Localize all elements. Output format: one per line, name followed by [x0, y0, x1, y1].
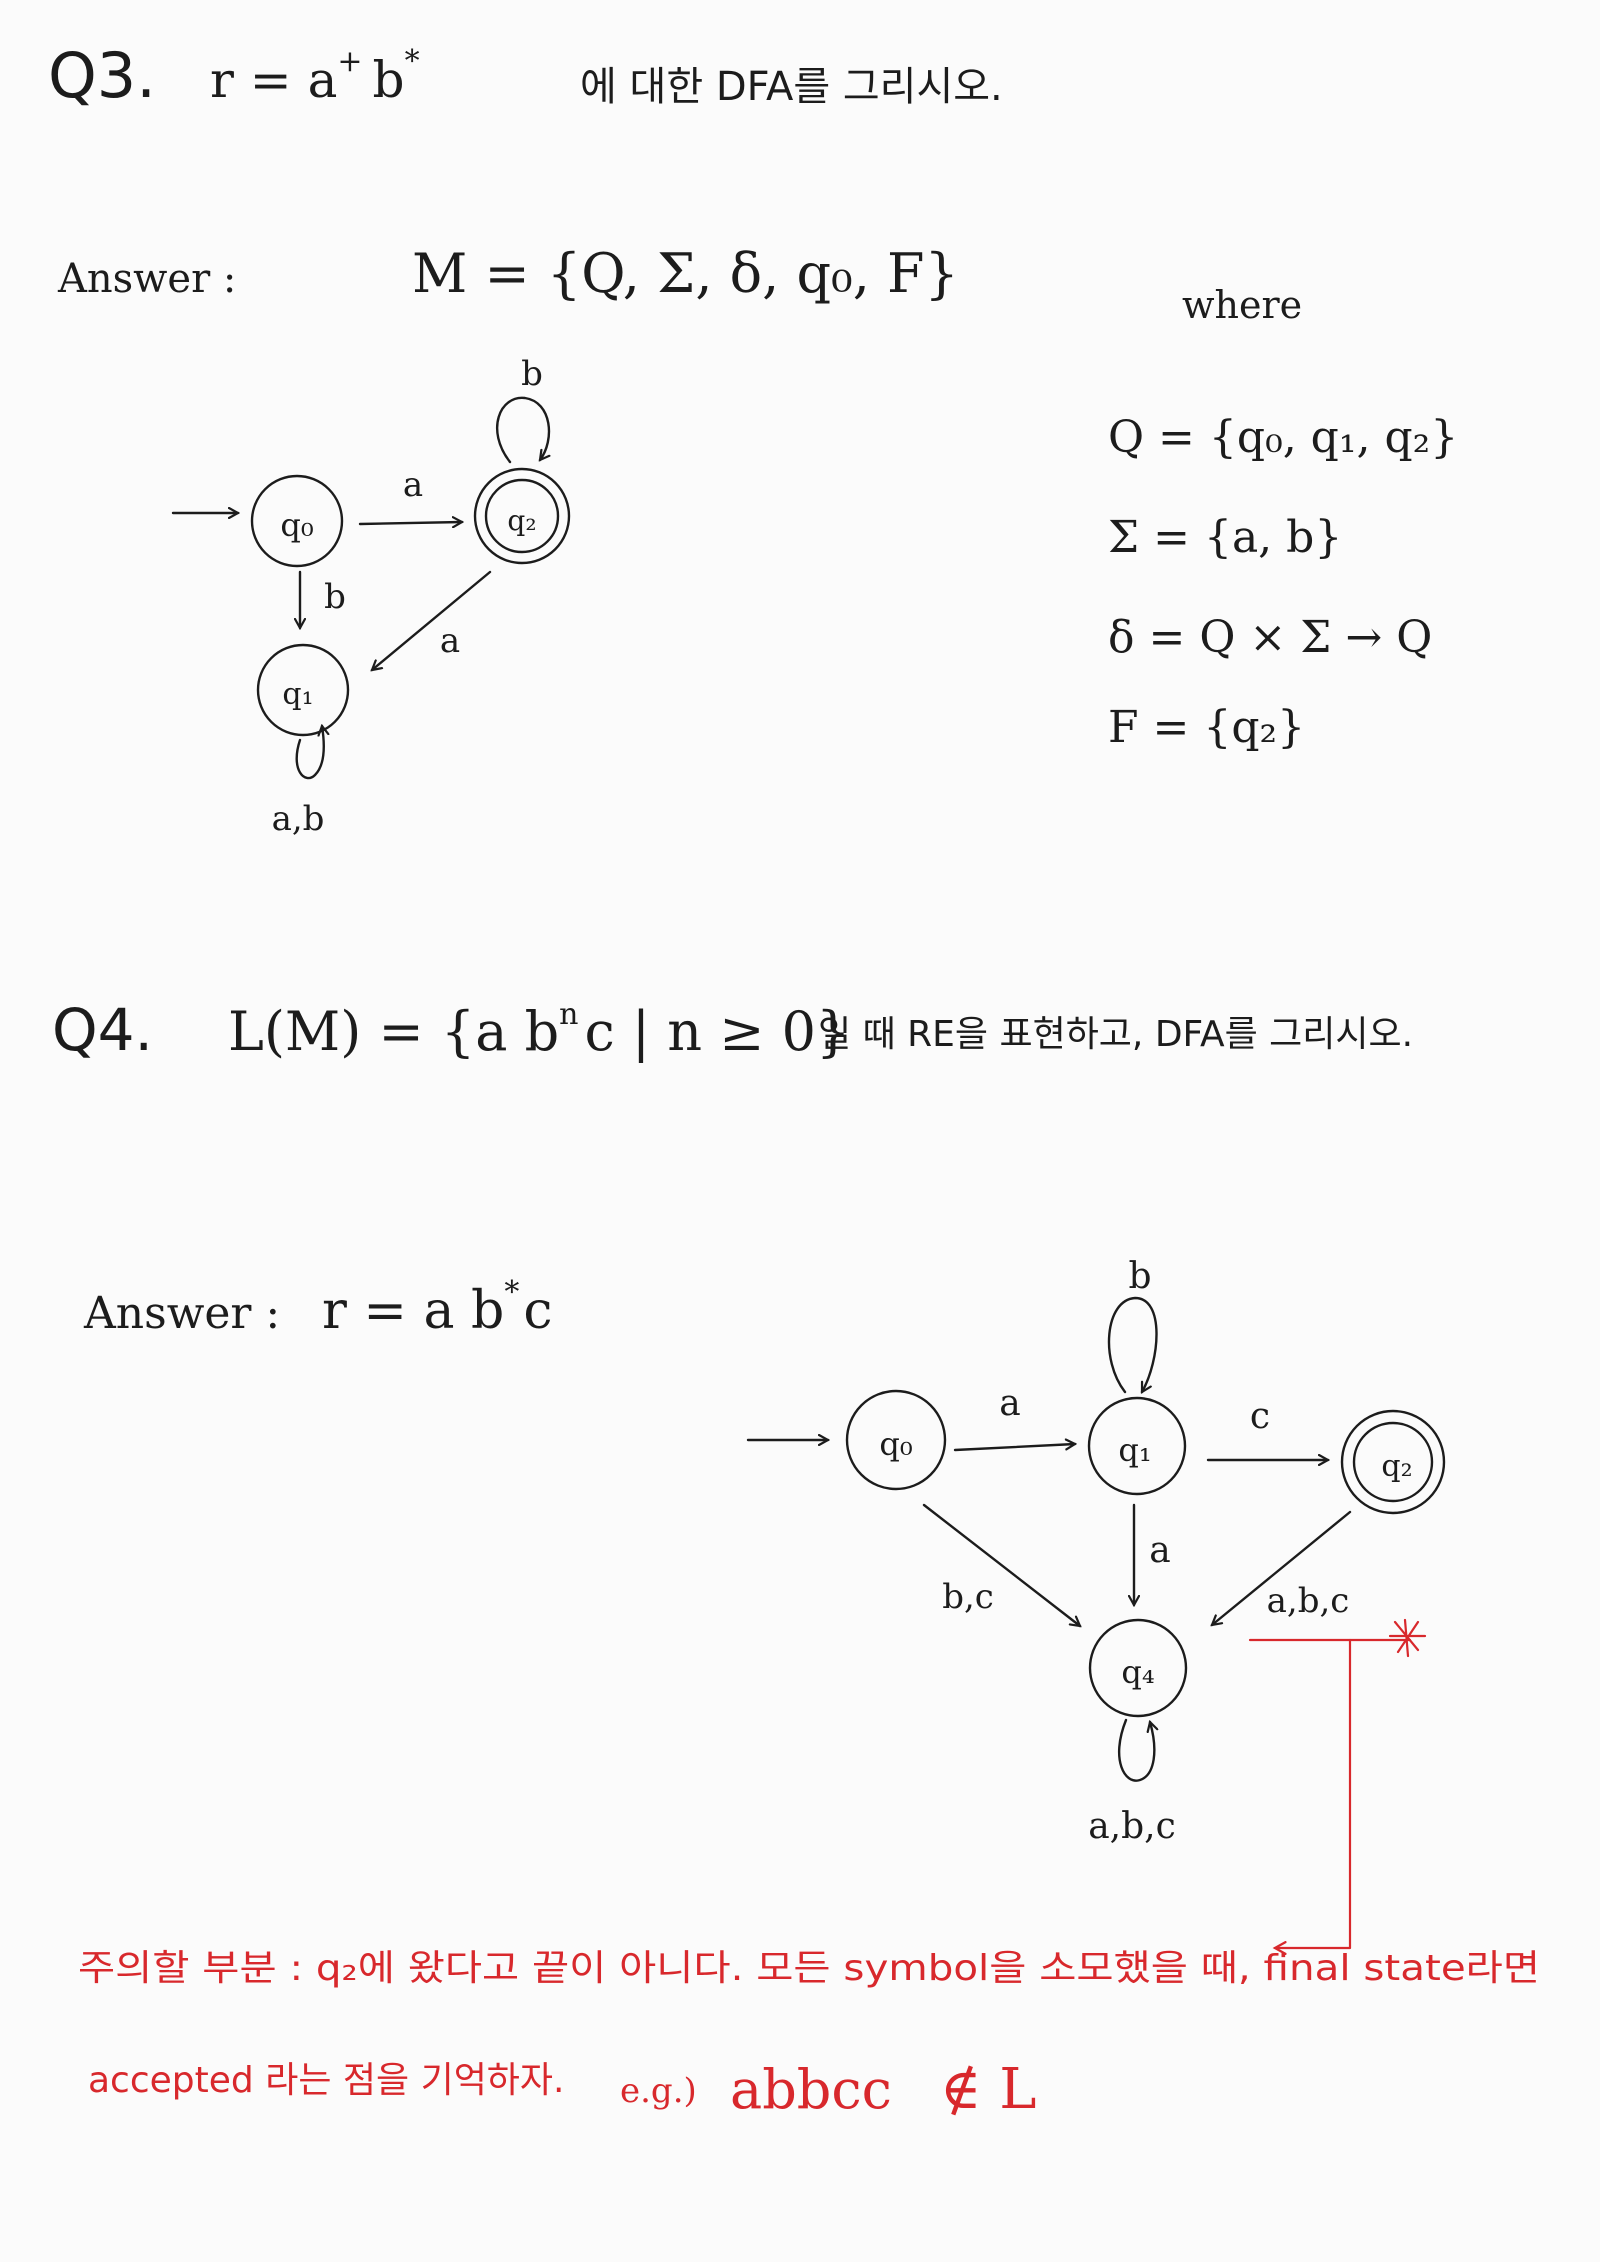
q3-expression: r = a+ b* — [210, 44, 420, 109]
q4-edge-q4-self — [1117, 1718, 1154, 1782]
q3-instruction: 에 대한 DFA를 그리시오. — [580, 64, 1003, 110]
q3-machine-tuple: M = {Q, Σ, δ, q₀, F} — [412, 242, 959, 305]
q3-expr-sup-plus: + — [337, 44, 362, 79]
q3-state-q0-label: q₀ — [280, 506, 313, 544]
q3-def-final: F = {q₂} — [1108, 702, 1305, 753]
note-line-2: accepted 라는 점을 기억하자. — [88, 2060, 565, 2101]
q3-expr-base-a: r = a — [210, 51, 337, 109]
q3-def-transition: δ = Q × Σ → Q — [1108, 612, 1432, 663]
q4-state-q4-label: q₄ — [1121, 1653, 1154, 1691]
q4-red-pointer-arrow — [1275, 1638, 1352, 1948]
note-line-1: 주의할 부분 : q₂에 왔다고 끝이 아니다. 모든 symbol을 소모했을… — [78, 1948, 1540, 1989]
q3-state-q2-inner-ring — [484, 478, 560, 554]
q4-regex: r = a b*c — [322, 1275, 552, 1341]
q4-edge-q2-q4 — [1212, 1510, 1352, 1625]
q4-state-q0-label: q₀ — [879, 1425, 912, 1463]
q4-lang-base: L(M) = {a b — [228, 1000, 559, 1063]
q4-lang-rest: c | n ≥ 0} — [584, 1000, 850, 1063]
q3-state-q2-label: q₂ — [507, 504, 536, 537]
q4-edge-q1-self — [1107, 1296, 1158, 1392]
q3-edge-q1-self-label: a,b — [272, 799, 325, 839]
q4-dfa: q₀ q₁ q₂ q₄ a b c a b,c — [746, 1256, 1446, 1847]
q3-where: where — [1182, 283, 1302, 327]
q4-state-q2-inner-ring — [1352, 1421, 1434, 1503]
q3-state-q1-label: q₁ — [282, 677, 313, 712]
q4-re-sup-star: * — [504, 1275, 519, 1310]
q4-edge-q0-q4 — [922, 1503, 1080, 1626]
q3-dfa: q₀ q₂ q₁ a b b a a,b — [171, 354, 571, 839]
q4-state-q1 — [1087, 1396, 1187, 1496]
q3-def-alphabet: Σ = {a, b} — [1108, 512, 1342, 563]
q3-edge-q0-q2 — [358, 522, 462, 524]
note-example-prefix: e.g.) — [620, 2071, 697, 2111]
q4-edge-q0-q1-label: a — [999, 1383, 1020, 1424]
q4-state-q2 — [1340, 1409, 1446, 1515]
q4-state-q4 — [1088, 1618, 1188, 1718]
q4-edge-q4-self-label: a,b,c — [1088, 1806, 1176, 1847]
q3-edge-q2-self-label: b — [521, 354, 543, 394]
q4-red-annotation-marks — [1248, 1618, 1427, 1948]
q3-edge-q2-self — [495, 396, 549, 464]
q4-edge-q0-q1 — [953, 1444, 1075, 1452]
q4-edge-q2-q4-label: a,b,c — [1267, 1581, 1350, 1621]
q3-edge-q2-q1-label: a — [440, 621, 460, 661]
q3-edge-q0-q1-label: b — [324, 577, 346, 617]
q3-section: Q3. r = a+b* 에 대한 DFA를 그리시오. Answer : M … — [48, 39, 1458, 839]
q4-re-tail: c — [523, 1281, 552, 1341]
red-note: 주의할 부분 : q₂에 왔다고 끝이 아니다. 모든 symbol을 소모했을… — [78, 1948, 1540, 2122]
q3-edge-q0-q2-label: a — [403, 465, 423, 505]
q4-edge-q0-q4-label: b,c — [942, 1577, 994, 1617]
q3-expr-sup-star: * — [405, 44, 420, 79]
q3-state-q1 — [256, 643, 350, 737]
q4-instruction: 일 때 RE을 표현하고, DFA를 그리시오. — [818, 1014, 1413, 1055]
q3-edge-q1-self — [295, 726, 324, 780]
q3-heading: Q3. — [48, 39, 156, 112]
note-example-relation: ∉ L — [940, 2057, 1036, 2122]
q4-re-base: r = a b — [322, 1281, 504, 1341]
q4-state-q0 — [845, 1389, 947, 1491]
q3-answer-label: Answer : — [57, 256, 236, 302]
note-example-string: abbcc — [730, 2058, 892, 2121]
q4-state-q1-label: q₁ — [1118, 1431, 1151, 1469]
q4-red-cross-mark — [1388, 1618, 1427, 1658]
q4-state-q2-label: q₂ — [1381, 1449, 1412, 1484]
q3-def-states: Q = {q₀, q₁, q₂} — [1108, 412, 1458, 463]
q3-state-q0 — [250, 474, 344, 568]
q3-edge-q2-q1 — [372, 570, 492, 670]
q4-heading: Q4. — [52, 996, 153, 1064]
q4-edge-q1-q4-label: a — [1149, 1530, 1170, 1571]
q3-expr-base-b: b — [373, 51, 405, 109]
q4-edge-q1-q2-label: c — [1250, 1396, 1270, 1437]
q4-answer-label: Answer : — [83, 1288, 280, 1339]
q3-state-q2 — [473, 467, 571, 565]
q4-edge-q1-self-label: b — [1128, 1256, 1151, 1297]
q4-lang-sup-n: n — [559, 997, 578, 1032]
